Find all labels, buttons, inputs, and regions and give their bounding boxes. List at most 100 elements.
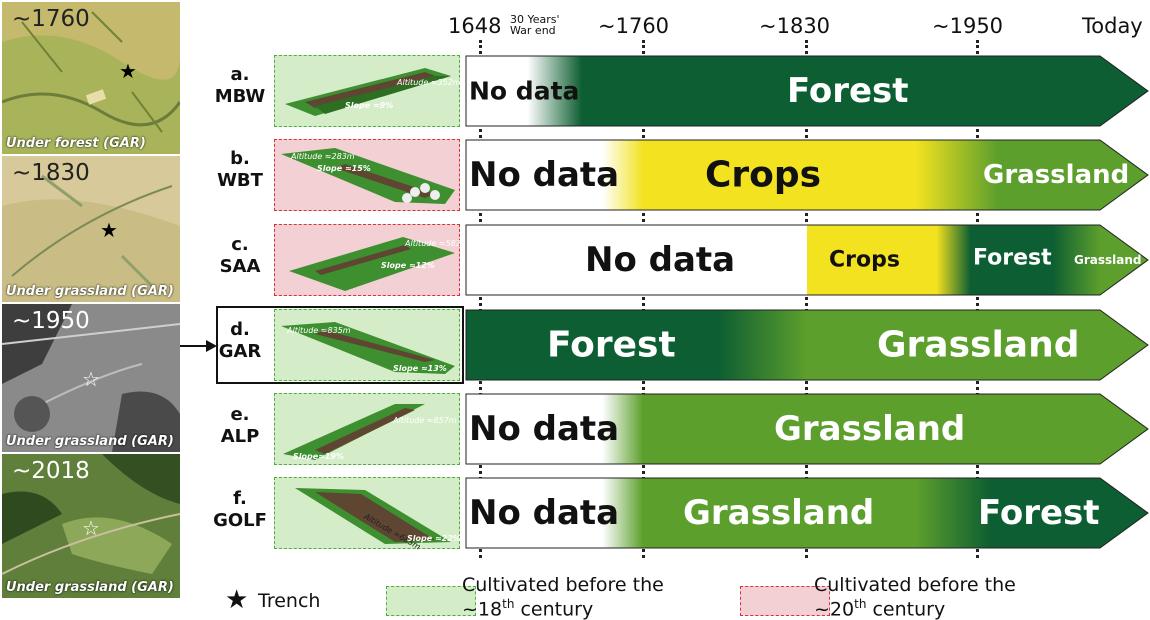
historical-map-column: ~1760 ★ Under forest (GAR) ~1830 ★ Under…: [2, 2, 180, 598]
trench-3d-model: [289, 237, 455, 291]
site-label-gar: d. GAR: [210, 319, 270, 363]
segment-label-grassland: Grassland: [877, 324, 1080, 366]
legend-red-line-1: Cultivated before the: [814, 574, 1016, 596]
bar-shape: [465, 139, 1149, 211]
war-end-note: 30 Years' War end: [510, 14, 560, 36]
map-year: ~1760: [12, 6, 90, 32]
segment-label-no-data: No data: [469, 155, 620, 195]
bar-shape: [465, 55, 1149, 127]
legend-green-sup: th: [502, 597, 515, 611]
map-caption: Under forest (GAR): [6, 136, 146, 151]
trench-3d-model: [281, 148, 455, 204]
legend-green-swatch: [386, 586, 476, 616]
site-code: GAR: [218, 341, 262, 362]
legend-red-swatch: [740, 586, 830, 616]
map-caption: Under grassland (GAR): [6, 434, 174, 449]
site-thumbnail-saa: Altitude ≈582m Slope ≈12%: [274, 224, 469, 296]
slope-label: Slope ≈22%: [407, 534, 461, 543]
legend-green-label: Cultivated before the ~18th century: [462, 576, 664, 619]
map-caption: Under grassland (GAR): [6, 580, 174, 595]
site-letter: c.: [231, 234, 249, 255]
site-label-alp: e. ALP: [210, 404, 270, 448]
segment-label-no-data: No data: [469, 409, 620, 449]
timeline-bar-gar: Forest Grassland: [465, 309, 1150, 381]
slope-label: Slope ≈9%: [345, 101, 394, 110]
tick-1760: ~1760: [598, 14, 670, 38]
map-year: ~1950: [12, 308, 90, 334]
map-1760-terrain: [2, 2, 180, 154]
tick-1950: ~1950: [932, 14, 1004, 38]
site-thumbnail-gar: Altitude ≈835m Slope ≈13%: [274, 309, 460, 381]
segment-label-forest: Forest: [787, 71, 909, 111]
bar-shape: [465, 309, 1149, 381]
trench-3d-model: [283, 404, 425, 460]
legend-trench-star-icon: ★: [225, 584, 249, 614]
gridline-1950: [976, 40, 979, 558]
map-1760: ~1760 ★ Under forest (GAR): [2, 2, 180, 154]
segment-label-no-data: No data: [585, 240, 736, 280]
legend-green-line-2: ~18th century: [462, 595, 664, 619]
trench-3d-model: [285, 68, 451, 116]
legend-green-century: ~18: [462, 598, 503, 620]
site-label-mbw: a. MBW: [210, 64, 270, 108]
selected-site-highlight: [216, 306, 464, 384]
slope-label: Slope≈19%: [293, 452, 345, 461]
timeline-bar-golf: No data Grassland Forest: [465, 477, 1150, 549]
legend-red-label: Cultivated before the ~20th century: [814, 576, 1016, 619]
timeline-bar-wbt: No data Crops Grassland: [465, 139, 1150, 211]
legend-red-century: ~20: [814, 598, 855, 620]
site-letter: e.: [230, 404, 250, 425]
segment-label-grassland: Grassland: [683, 493, 875, 533]
segment-label-forest: Forest: [978, 493, 1100, 533]
map-1950: ~1950 ☆ Under grassland (GAR): [2, 304, 180, 452]
trench-star-icon: ★: [100, 220, 118, 242]
tick-1648: 1648: [448, 14, 502, 38]
gridline-1760: [642, 40, 645, 558]
tick-1830: ~1830: [759, 14, 831, 38]
legend-red-line-2: ~20th century: [814, 595, 1016, 619]
map-1950-aerial: [2, 304, 180, 452]
bar-shape: [465, 393, 1149, 465]
site-thumbnail-golf: Altitude ≈685m Slope ≈22%: [274, 477, 461, 552]
trench-star-icon: ☆: [82, 518, 100, 540]
map-1830-terrain: [2, 156, 180, 302]
site-code: SAA: [219, 256, 261, 277]
site-code: GOLF: [213, 510, 267, 531]
segment-label-grassland: Grassland: [1074, 253, 1142, 267]
trench-star-icon: ★: [119, 61, 137, 83]
trench-3d-model: [295, 488, 451, 544]
site-label-wbt: b. WBT: [210, 148, 270, 192]
legend-trench-label: Trench: [258, 590, 321, 612]
trench-3d-model: [281, 322, 455, 374]
map-2018-aerial: [2, 454, 180, 598]
site-thumbnail-wbt: Altitude ≈283m Slope ≈15%: [274, 139, 460, 211]
legend-green-line-1: Cultivated before the: [462, 574, 664, 596]
site-thumbnail-mbw: Altitude ≈352m Slope ≈9%: [274, 55, 461, 127]
segment-label-grassland: Grassland: [983, 160, 1130, 190]
altitude-label: Altitude ≈857m: [393, 416, 457, 425]
bar-shape: [465, 224, 1149, 296]
site-label-golf: f. GOLF: [210, 488, 270, 532]
site-letter: b.: [230, 148, 250, 169]
altitude-label: Altitude ≈352m: [397, 78, 461, 87]
site-code: MBW: [214, 86, 266, 107]
site-letter: f.: [233, 488, 247, 509]
legend-red-word: century: [866, 598, 946, 620]
site-code: ALP: [220, 426, 260, 447]
legend-red-sup: th: [854, 597, 867, 611]
gridline-1648: [479, 40, 482, 558]
site-thumbnail-alp: Altitude ≈857m Slope≈19%: [274, 393, 460, 465]
site-code: WBT: [217, 170, 263, 191]
map-caption: Under grassland (GAR): [6, 284, 174, 299]
trench-star-icon: ☆: [82, 369, 100, 391]
altitude-label: Altitude ≈582m: [405, 239, 469, 248]
site-letter: a.: [230, 64, 250, 85]
segment-label-no-data: No data: [469, 493, 620, 533]
map-to-gar-arrow-icon: [180, 340, 217, 352]
site-letter: d.: [230, 319, 250, 340]
timeline-bar-alp: No data Grassland: [465, 393, 1150, 465]
legend-green-word: century: [514, 598, 594, 620]
slope-label: Slope ≈13%: [393, 364, 447, 373]
map-year: ~1830: [12, 160, 90, 186]
war-note-line-2: War end: [510, 24, 556, 37]
